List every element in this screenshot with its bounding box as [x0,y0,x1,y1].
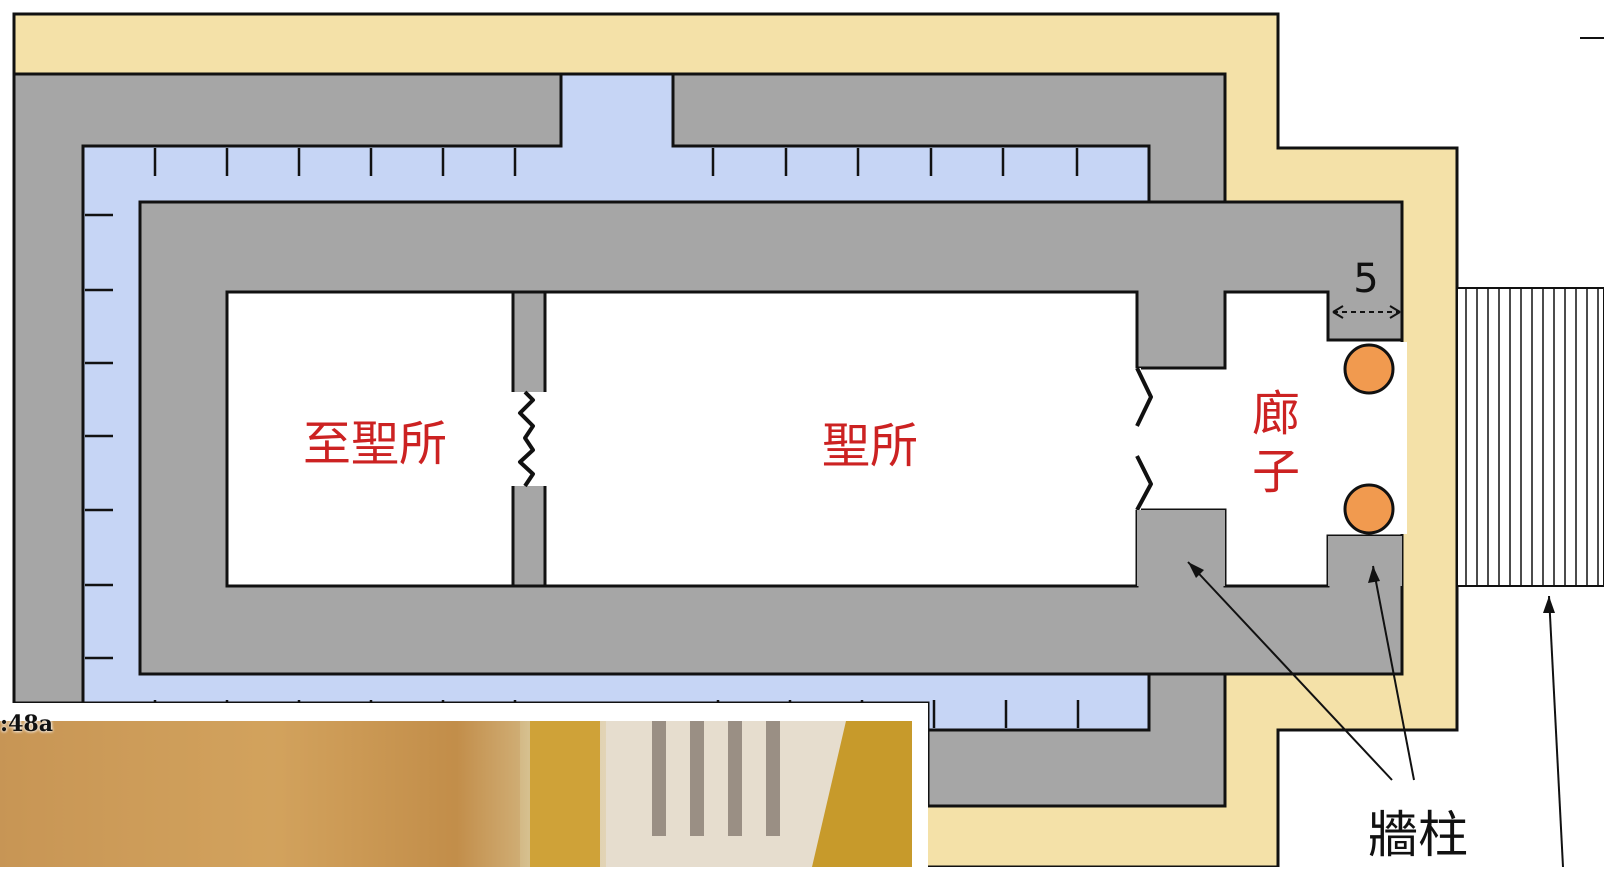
callout-arrow-pilaster-left [1187,561,1393,781]
column-bottom [1343,483,1395,535]
label-holy-of-holies: 至聖所 [303,416,447,472]
holy-of-holies-room [225,290,515,588]
inset-timestamp-label: :48a [0,711,53,737]
column-top [1343,343,1395,395]
holy-place-room [543,290,1139,588]
callout-arrow-stairs [1548,595,1564,868]
callout-arrowhead-pilaster-left [1188,562,1204,578]
callout-arrowhead-pilaster-right [1368,566,1380,583]
video-inset: :48a [0,703,928,867]
render-shapes [0,721,912,867]
dimension-arrowhead-right [1389,305,1401,319]
porch-opening [1399,342,1407,534]
callout-arrow-pilaster-right [1372,565,1415,781]
label-porch: 廊子 [1252,386,1300,500]
outer-door-leaf [1135,367,1153,511]
temple-render-photo [0,721,912,867]
inner-door-leaf [518,390,535,488]
dimension-arrowhead-left [1332,305,1344,319]
stairs [1456,287,1604,587]
pilaster-right [1328,536,1402,586]
outer-door-gap [1135,368,1141,510]
pilaster-left [1137,510,1225,586]
callout-label-pilaster: 牆柱 [1368,806,1468,864]
dimension-label: 5 [1353,256,1378,302]
callout-arrowhead-stairs [1543,596,1555,613]
label-holy-place: 聖所 [822,418,918,474]
